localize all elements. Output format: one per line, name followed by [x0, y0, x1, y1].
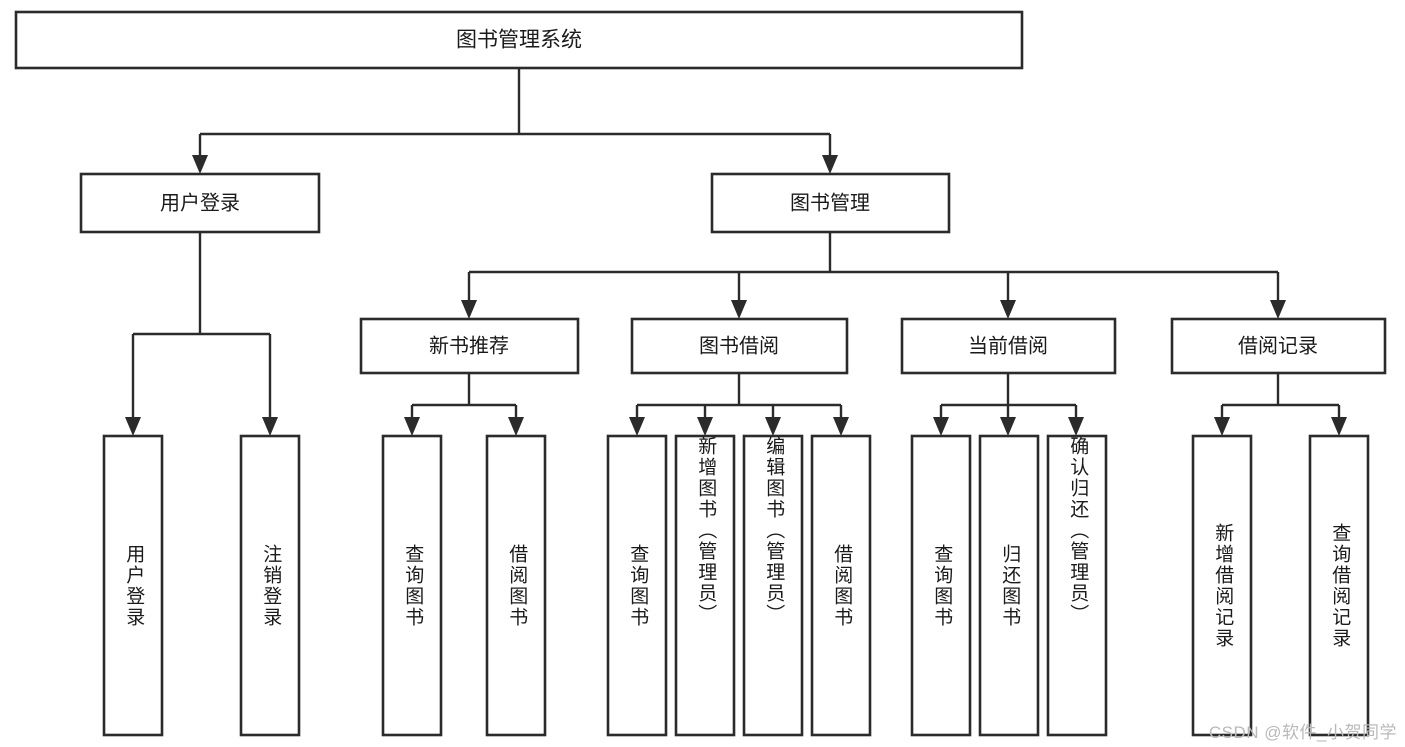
node-book-management[interactable]: 图书管理: [710, 172, 951, 234]
leaf-box-user-login-1[interactable]: [239, 434, 301, 737]
leaf-box-user-login-0[interactable]: [102, 434, 164, 737]
arrow-borrow-leaf-0: [629, 417, 645, 436]
leaf-box-borrow-0[interactable]: [606, 434, 668, 737]
arrow-user-login: [192, 155, 208, 174]
arrow-cat-1: [731, 300, 747, 319]
node-book-management-label: 图书管理: [790, 191, 870, 214]
node-book-borrow-label: 图书借阅: [699, 334, 779, 357]
arrow-book-mgmt: [822, 155, 838, 174]
leaf-box-borrow-3[interactable]: [810, 434, 872, 737]
arrow-current-leaf-1: [1000, 417, 1016, 436]
leaf-box-borrow-1[interactable]: [674, 434, 736, 737]
arrow-cat-3: [1270, 300, 1286, 319]
arrow-borrow-leaf-1: [697, 417, 713, 436]
arrow-record-leaf-0: [1214, 417, 1230, 436]
node-book-borrow[interactable]: 图书借阅: [630, 317, 849, 375]
node-new-book-recommend-label: 新书推荐: [429, 334, 509, 357]
arrow-borrow-leaf-3: [833, 417, 849, 436]
arrow-current-leaf-2: [1068, 417, 1084, 436]
arrow-record-leaf-1: [1331, 417, 1347, 436]
node-user-login-label: 用户登录: [160, 191, 240, 214]
leaf-box-recommend-0[interactable]: [381, 434, 443, 737]
arrow-user-login-leaf-0: [125, 417, 141, 436]
leaf-box-record-0[interactable]: [1191, 434, 1253, 737]
arrow-rec-leaf-0: [404, 417, 420, 436]
leaf-box-recommend-1[interactable]: [485, 434, 547, 737]
leaf-box-current-2[interactable]: [1046, 434, 1108, 737]
node-current-borrow-label: 当前借阅: [968, 334, 1048, 357]
node-new-book-recommend[interactable]: 新书推荐: [359, 317, 580, 375]
arrow-cat-0: [461, 300, 477, 319]
leaf-box-current-1[interactable]: [978, 434, 1040, 737]
arrow-current-leaf-0: [933, 417, 949, 436]
connector-group: [125, 68, 1347, 436]
leaf-box-current-0[interactable]: [910, 434, 972, 737]
csdn-watermark: CSDN @软件_小贺同学: [1208, 723, 1397, 742]
node-root-label: 图书管理系统: [456, 29, 582, 52]
node-current-borrow[interactable]: 当前借阅: [900, 317, 1117, 375]
node-borrow-record[interactable]: 借阅记录: [1170, 317, 1387, 375]
leaf-box-record-1[interactable]: [1308, 434, 1370, 737]
arrow-cat-2: [1000, 300, 1016, 319]
leaf-box-borrow-2[interactable]: [742, 434, 804, 737]
arrow-rec-leaf-1: [508, 417, 524, 436]
node-borrow-record-label: 借阅记录: [1238, 334, 1318, 357]
arrow-borrow-leaf-2: [765, 417, 781, 436]
node-user-login[interactable]: 用户登录: [79, 172, 321, 234]
node-root[interactable]: 图书管理系统: [14, 10, 1024, 70]
arrow-user-login-leaf-1: [262, 417, 278, 436]
